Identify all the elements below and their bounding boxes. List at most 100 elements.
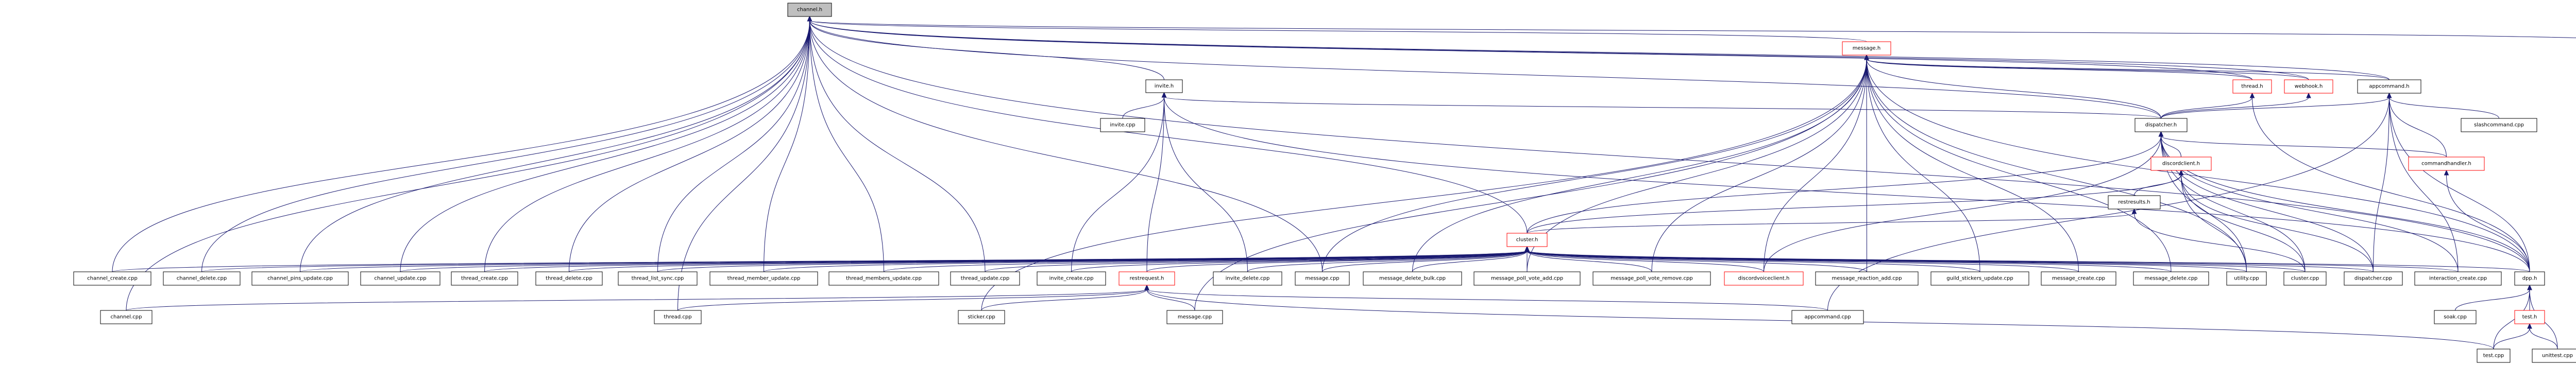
node-utility-cpp[interactable]: utility.cpp: [2226, 271, 2267, 286]
node-restresults-h[interactable]: restresults.h: [2108, 195, 2161, 210]
node-message-delete-cpp[interactable]: message_delete.cpp: [2133, 271, 2209, 286]
node-box[interactable]: [163, 271, 241, 286]
node-soak-cpp[interactable]: soak.cpp: [2434, 310, 2477, 324]
node-thread-list-sync-cpp[interactable]: thread_list_sync.cpp: [618, 271, 698, 286]
node-box[interactable]: [1166, 310, 1223, 324]
node-box[interactable]: [100, 310, 152, 324]
node-thread-create-cpp[interactable]: thread_create.cpp: [451, 271, 518, 286]
node-box[interactable]: [2477, 349, 2511, 363]
node-channel-pins-update-cpp[interactable]: channel_pins_update.cpp: [251, 271, 349, 286]
node-box[interactable]: [1363, 271, 1462, 286]
node-box[interactable]: [1815, 271, 1919, 286]
node-box[interactable]: [2414, 271, 2502, 286]
node-box[interactable]: [2532, 349, 2576, 363]
node-box[interactable]: [958, 310, 1005, 324]
node-box[interactable]: [1145, 79, 1183, 93]
node-message-delete-bulk-cpp[interactable]: message_delete_bulk.cpp: [1363, 271, 1462, 286]
node-box[interactable]: [1213, 271, 1282, 286]
node-box[interactable]: [360, 271, 440, 286]
node-slashcommand-cpp[interactable]: slashcommand.cpp: [2461, 118, 2537, 132]
node-box[interactable]: [2134, 118, 2188, 132]
node-box[interactable]: [2461, 118, 2537, 132]
node-box[interactable]: [2041, 271, 2116, 286]
node-invite-h[interactable]: invite.h: [1145, 79, 1183, 93]
node-box[interactable]: [828, 271, 939, 286]
node-box[interactable]: [2284, 79, 2333, 94]
node-webhook-h[interactable]: webhook.h: [2284, 79, 2333, 94]
node-box[interactable]: [535, 271, 603, 286]
node-label: channel.h: [797, 7, 822, 13]
node-channel-delete-cpp[interactable]: channel_delete.cpp: [163, 271, 241, 286]
node-cluster-h[interactable]: cluster.h: [1506, 233, 1548, 247]
node-dispatcher-cpp[interactable]: dispatcher.cpp: [2344, 271, 2403, 286]
node-dpp-h[interactable]: dpp.h: [2514, 271, 2545, 286]
node-box[interactable]: [618, 271, 698, 286]
node-box[interactable]: [2514, 310, 2545, 324]
node-restrequest-h[interactable]: restrequest.h: [1118, 271, 1175, 286]
node-channel-h[interactable]: channel.h: [787, 3, 832, 17]
node-invite-cpp[interactable]: invite.cpp: [1100, 118, 1145, 132]
node-box[interactable]: [2514, 271, 2545, 286]
node-commandhandler-h[interactable]: commandhandler.h: [2408, 157, 2485, 171]
node-thread-cpp[interactable]: thread.cpp: [654, 310, 702, 324]
node-invite-delete-cpp[interactable]: invite_delete.cpp: [1213, 271, 1282, 286]
node-invite-create-cpp[interactable]: invite_create.cpp: [1037, 271, 1106, 286]
node-box[interactable]: [2226, 271, 2267, 286]
node-box[interactable]: [2150, 157, 2212, 171]
node-box[interactable]: [2108, 195, 2161, 210]
node-box[interactable]: [709, 271, 818, 286]
node-box[interactable]: [1100, 118, 1145, 132]
node-box[interactable]: [787, 3, 832, 17]
node-message-cpp-row[interactable]: message.cpp: [1295, 271, 1350, 286]
node-box[interactable]: [1295, 271, 1350, 286]
node-channel-cpp-bottom[interactable]: channel.cpp: [100, 310, 152, 324]
node-message-h[interactable]: message.h: [1842, 41, 1891, 56]
node-unittest-cpp[interactable]: unittest.cpp: [2532, 349, 2576, 363]
node-box[interactable]: [1724, 271, 1804, 286]
node-message-reaction-add-cpp[interactable]: message_reaction_add.cpp: [1815, 271, 1919, 286]
node-message-poll-vote-add-cpp[interactable]: message_poll_vote_add.cpp: [1473, 271, 1581, 286]
node-box[interactable]: [2357, 79, 2421, 94]
node-thread-update-cpp[interactable]: thread_update.cpp: [950, 271, 1020, 286]
node-box[interactable]: [950, 271, 1020, 286]
node-box[interactable]: [1791, 310, 1864, 324]
node-box[interactable]: [1930, 271, 2029, 286]
node-message-create-cpp[interactable]: message_create.cpp: [2041, 271, 2116, 286]
node-box[interactable]: [2408, 157, 2485, 171]
node-message-cpp-low[interactable]: message.cpp: [1166, 310, 1223, 324]
node-cluster-cpp[interactable]: cluster.cpp: [2283, 271, 2327, 286]
node-guild-stickers-update-cpp[interactable]: guild_stickers_update.cpp: [1930, 271, 2029, 286]
node-discordvoiceclient-h[interactable]: discordvoiceclient.h: [1724, 271, 1804, 286]
node-test-cpp[interactable]: test.cpp: [2477, 349, 2511, 363]
node-box[interactable]: [2283, 271, 2327, 286]
node-thread-member-update-cpp[interactable]: thread_member_update.cpp: [709, 271, 818, 286]
node-box[interactable]: [251, 271, 349, 286]
node-thread-delete-cpp[interactable]: thread_delete.cpp: [535, 271, 603, 286]
edge-line: [126, 289, 1147, 311]
node-box[interactable]: [1842, 41, 1891, 56]
node-interaction-create-cpp[interactable]: interaction_create.cpp: [2414, 271, 2502, 286]
node-appcommand-cpp[interactable]: appcommand.cpp: [1791, 310, 1864, 324]
node-box[interactable]: [73, 271, 151, 286]
node-discordclient-h[interactable]: discordclient.h: [2150, 157, 2212, 171]
node-box[interactable]: [1592, 271, 1711, 286]
node-box[interactable]: [2232, 79, 2272, 94]
node-thread-h[interactable]: thread.h: [2232, 79, 2272, 94]
node-box[interactable]: [1118, 271, 1175, 286]
node-box[interactable]: [1037, 271, 1106, 286]
node-box[interactable]: [654, 310, 702, 324]
node-appcommand-h[interactable]: appcommand.h: [2357, 79, 2421, 94]
node-box[interactable]: [1473, 271, 1581, 286]
node-box[interactable]: [2133, 271, 2209, 286]
node-box[interactable]: [1506, 233, 1548, 247]
node-channel-update-cpp[interactable]: channel_update.cpp: [360, 271, 440, 286]
node-box[interactable]: [2434, 310, 2477, 324]
node-dispatcher-h[interactable]: dispatcher.h: [2134, 118, 2188, 132]
node-sticker-cpp[interactable]: sticker.cpp: [958, 310, 1005, 324]
node-box[interactable]: [451, 271, 518, 286]
node-message-poll-vote-remove-cpp[interactable]: message_poll_vote_remove.cpp: [1592, 271, 1711, 286]
node-box[interactable]: [2344, 271, 2403, 286]
node-test-h[interactable]: test.h: [2514, 310, 2545, 324]
node-thread-members-update-cpp[interactable]: thread_members_update.cpp: [828, 271, 939, 286]
node-channel-create-cpp[interactable]: channel_create.cpp: [73, 271, 151, 286]
